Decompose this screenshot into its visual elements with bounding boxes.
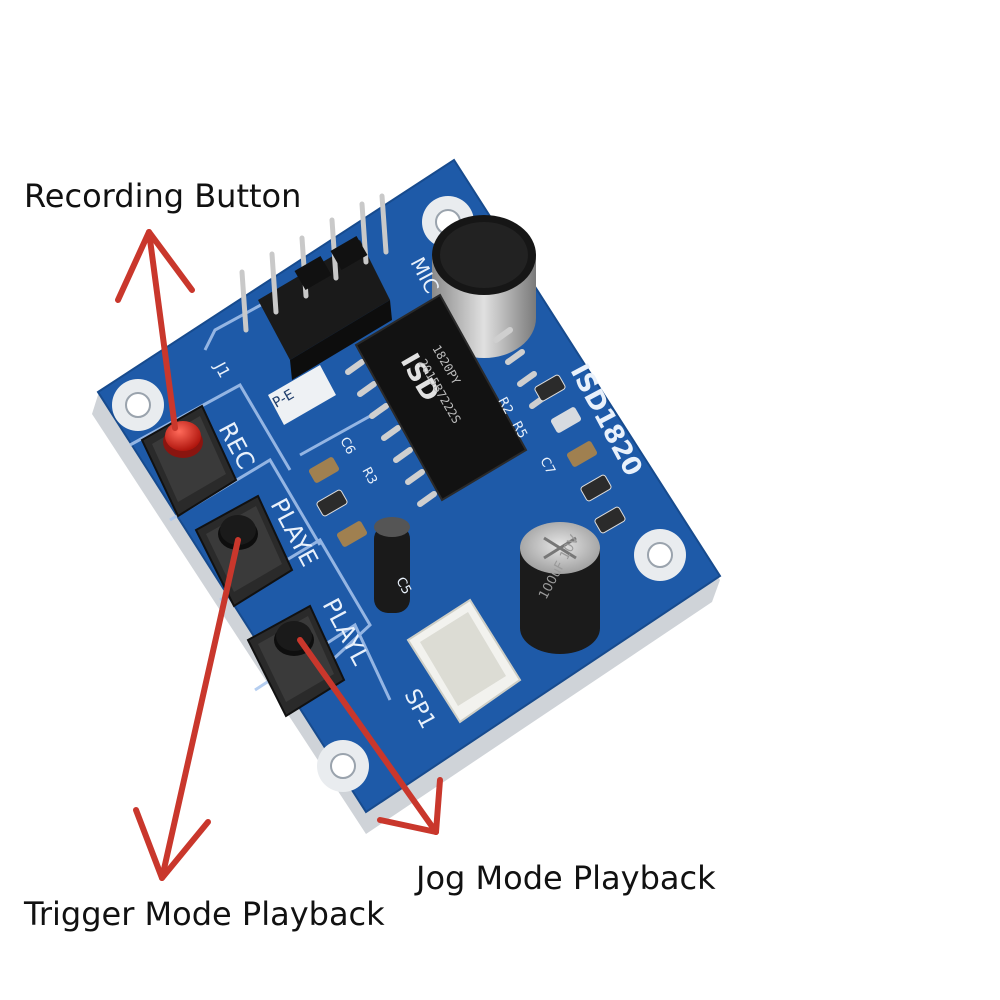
smd-components	[308, 374, 626, 547]
large-capacitor: 100uF 10V	[520, 522, 600, 654]
silk-r3: R3	[358, 465, 379, 487]
rec-button[interactable]	[140, 404, 238, 518]
header-pins	[239, 193, 392, 380]
silk-r5: R5	[508, 419, 529, 441]
ic-chip: ISD 1820PY 2015B7222S	[345, 293, 549, 507]
silk-c6: C6	[336, 435, 357, 457]
silk-j1: J1	[210, 358, 234, 381]
arrow-recording	[115, 229, 195, 431]
silk-r2: R2	[494, 395, 515, 417]
silk-c5: C5	[392, 575, 413, 597]
arrow-trigger	[133, 537, 241, 881]
arrow-jog	[297, 637, 443, 835]
callout-arrows	[115, 229, 443, 881]
recording-button-label: Recording Button	[24, 177, 302, 215]
speaker-connector	[406, 598, 522, 724]
small-capacitor	[374, 517, 410, 613]
pe-pad	[268, 365, 336, 425]
trigger-mode-playback-label: Trigger Mode Playback	[24, 895, 385, 933]
playe-button[interactable]	[194, 494, 294, 608]
mounting-holes	[112, 196, 686, 792]
jog-mode-playback-label: Jog Mode Playback	[416, 859, 716, 897]
silk-c7: C7	[536, 455, 557, 477]
